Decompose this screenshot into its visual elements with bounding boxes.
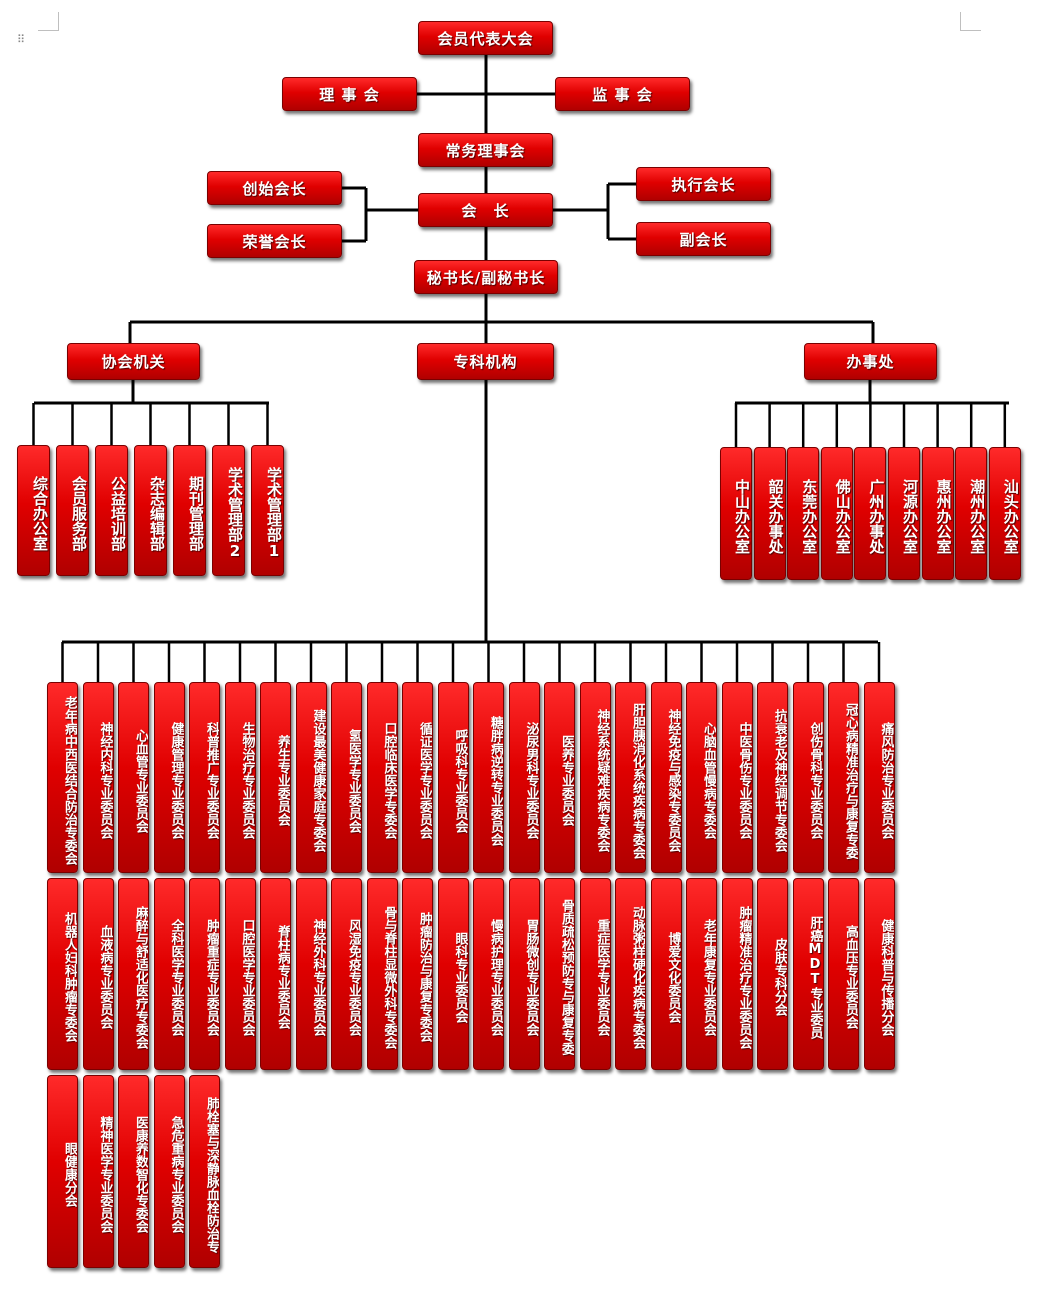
- office-box-3: 东莞办公室: [787, 447, 820, 580]
- committee-box-7: 养生专业委员会: [260, 682, 291, 873]
- department-box-3: 公益培训部: [95, 445, 128, 576]
- committee-box-11: 循证医学专业委员会: [402, 682, 433, 873]
- committee-box-row3-1: 眼健康分会: [47, 1075, 78, 1268]
- committee-box-16: 神经系统疑难疾病专委会: [579, 682, 611, 873]
- committee-box-17: 肝胆胰消化系统疾病专委会: [615, 682, 646, 873]
- drag-handle-icon[interactable]: ⠿: [17, 33, 26, 46]
- office-box-2: 韶关办事处: [753, 447, 786, 580]
- committee-box-6: 生物治疗专业委员会: [224, 682, 256, 873]
- committee-box-row2-10: 骨与脊柱显微外科专委会: [366, 878, 398, 1070]
- node-council: 理 事 会: [282, 77, 417, 111]
- committee-box-row3-5: 肺栓塞与深静脉血栓防治专: [189, 1075, 220, 1268]
- node-specialty: 专科机构: [417, 343, 554, 380]
- committee-box-4: 健康管理专业委员会: [153, 682, 185, 873]
- committee-box-14: 泌尿男科专业委员会: [508, 682, 540, 873]
- committee-box-row2-22: 肝癌MDT专业委员: [792, 878, 824, 1070]
- department-box-7: 学术管理部1: [251, 445, 284, 576]
- committee-box-row2-3: 麻醉与舒适化医疗专委会: [118, 878, 149, 1070]
- committee-box-12: 呼吸科专业委员会: [437, 682, 469, 873]
- committee-box-9: 氢医学专业委员会: [331, 682, 362, 873]
- committee-box-22: 创伤骨科专业委员会: [792, 682, 824, 873]
- committee-box-row2-6: 口腔医学专业委员会: [224, 878, 256, 1070]
- office-box-5: 广州办事处: [854, 447, 887, 580]
- committee-box-row2-12: 眼科专业委员会: [437, 878, 469, 1070]
- committee-box-13: 糖胖病逆转专业委员会: [473, 682, 504, 873]
- committee-box-row2-20: 肿瘤精准治疗专业委员会: [721, 878, 753, 1070]
- committee-box-10: 口腔临床医学专委会: [366, 682, 398, 873]
- department-box-4: 杂志编辑部: [134, 445, 167, 576]
- committee-box-row2-16: 重症医学专业委员会: [579, 878, 611, 1070]
- committee-box-19: 心脑血管慢病专委会: [686, 682, 717, 873]
- node-office-org: 协会机关: [67, 343, 200, 380]
- node-vice: 副会长: [636, 222, 771, 256]
- committee-box-row2-11: 肿瘤防治与康复专委会: [402, 878, 433, 1070]
- office-box-7: 惠州办公室: [921, 447, 954, 580]
- node-executive: 执行会长: [636, 167, 771, 201]
- office-box-4: 佛山办公室: [820, 447, 853, 580]
- committee-box-row3-3: 医康养数智化专委会: [118, 1075, 149, 1268]
- office-box-8: 潮州办公室: [955, 447, 988, 580]
- committee-box-row2-23: 高血压专业委员会: [828, 878, 859, 1070]
- committee-box-8: 建设最美健康家庭专委会: [295, 682, 327, 873]
- committee-box-5: 科普推广专业委员会: [189, 682, 220, 873]
- corner-mark-left: [38, 12, 59, 31]
- corner-mark-right: [960, 12, 981, 31]
- office-box-9: 汕头办公室: [988, 447, 1021, 580]
- committee-box-2: 神经内科专业委员会: [82, 682, 114, 873]
- node-supervisors: 监 事 会: [555, 77, 690, 111]
- committee-box-row2-19: 老年康复专业委员会: [686, 878, 717, 1070]
- node-standing-council: 常务理事会: [418, 133, 553, 167]
- committee-box-row2-13: 慢病护理专业委员会: [473, 878, 504, 1070]
- committee-box-row2-7: 脊柱病专业委员会: [260, 878, 291, 1070]
- committee-box-row2-5: 肿瘤重症专业委员会: [189, 878, 220, 1070]
- committee-box-20: 中医骨伤专业委员会: [721, 682, 753, 873]
- committee-box-3: 心血管专业委员会: [118, 682, 149, 873]
- node-founder: 创始会长: [207, 171, 342, 205]
- committee-box-row2-2: 血液病专业委员会: [82, 878, 114, 1070]
- committee-box-row3-4: 急危重病专业委员会: [153, 1075, 185, 1268]
- committee-box-row2-21: 皮肤专科分会: [757, 878, 788, 1070]
- committee-box-row2-9: 风湿免疫专业委员会: [331, 878, 362, 1070]
- department-box-1: 综合办公室: [17, 445, 50, 576]
- department-box-2: 会员服务部: [56, 445, 89, 576]
- committee-box-15: 医养专业委员会: [544, 682, 575, 873]
- committee-box-24: 痛风防治专业委员会: [863, 682, 895, 873]
- committee-box-row2-17: 动脉粥样硬化疾病专委会: [615, 878, 646, 1070]
- committee-box-row2-4: 全科医学专业委员会: [153, 878, 185, 1070]
- node-honorary: 荣誉会长: [207, 224, 342, 258]
- node-secretary: 秘书长/副秘书长: [414, 260, 558, 294]
- committee-box-1: 老年病中西医结合防治专委会: [47, 682, 78, 873]
- committee-box-23: 冠心病精准治疗与康复专委: [828, 682, 859, 873]
- committee-box-row3-2: 精神医学专业委员会: [82, 1075, 114, 1268]
- node-assembly: 会员代表大会: [418, 21, 553, 55]
- department-box-6: 学术管理部2: [212, 445, 245, 576]
- office-box-6: 河源办公室: [888, 447, 920, 580]
- committee-box-row2-8: 神经外科专业委员会: [295, 878, 327, 1070]
- committee-box-18: 神经免疫与感染专委员会: [650, 682, 682, 873]
- committee-box-row2-1: 机器人妇科肿瘤专委会: [47, 878, 78, 1070]
- office-box-1: 中山办公室: [720, 447, 752, 580]
- committee-box-row2-24: 健康科普与传播分会: [863, 878, 895, 1070]
- node-president: 会 长: [418, 193, 553, 227]
- department-box-5: 期刊管理部: [173, 445, 206, 576]
- node-branch: 办事处: [804, 343, 937, 380]
- committee-box-row2-14: 胃肠微创专业委员会: [508, 878, 540, 1070]
- committee-box-row2-18: 博爱文化委员会: [650, 878, 682, 1070]
- committee-box-21: 抗衰老及神经调节专委会: [757, 682, 788, 873]
- committee-box-row2-15: 骨质疏松预防专与康复专委: [544, 878, 575, 1070]
